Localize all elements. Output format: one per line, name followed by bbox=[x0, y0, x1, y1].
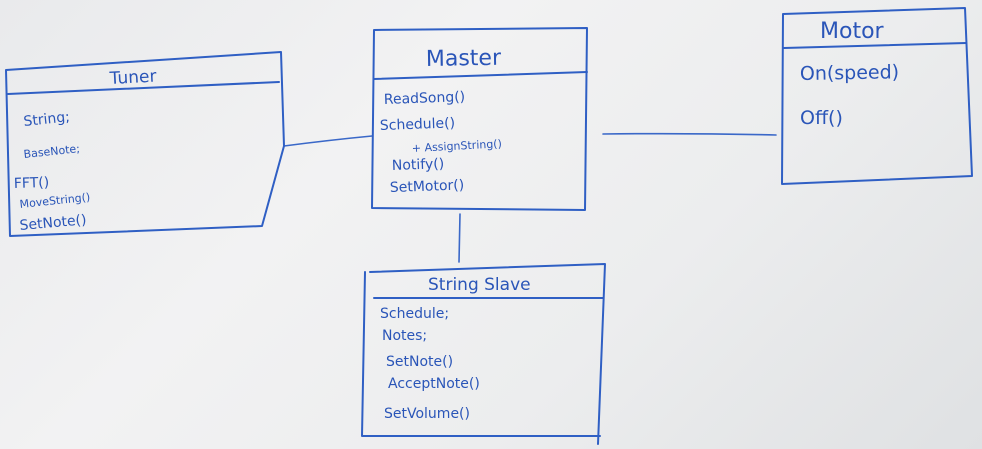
tuner-box bbox=[5, 51, 285, 237]
tuner-member-0: String; bbox=[23, 109, 71, 130]
master-name: Master bbox=[426, 46, 503, 72]
master-member-0: ReadSong() bbox=[384, 89, 466, 108]
link-master-motor bbox=[602, 132, 777, 136]
tuner-member-4: SetNote() bbox=[19, 212, 87, 234]
link-master-string-slave bbox=[458, 213, 461, 263]
master-member-1: Schedule() bbox=[380, 115, 456, 134]
tuner-member-2: FFT() bbox=[14, 175, 50, 192]
string-slave-name: String Slave bbox=[428, 275, 531, 295]
tuner-name: Tuner bbox=[108, 67, 157, 89]
motor-box bbox=[781, 7, 973, 185]
link-tuner-master bbox=[283, 135, 373, 147]
tuner-divider bbox=[7, 81, 280, 95]
master-member-4: SetMotor() bbox=[390, 177, 465, 196]
master-member-3: Notify() bbox=[392, 156, 445, 174]
tuner-member-3: MoveString() bbox=[19, 191, 91, 211]
string-slave-member-0: Schedule; bbox=[380, 306, 449, 322]
string-slave-member-2: SetNote() bbox=[386, 354, 453, 370]
master-box bbox=[371, 27, 588, 211]
class-motor: Motor On(speed) Off() bbox=[781, 7, 973, 185]
string-slave-box bbox=[361, 263, 606, 445]
master-member-2: + AssignString() bbox=[411, 137, 502, 155]
association-lines bbox=[283, 132, 777, 263]
motor-divider bbox=[783, 42, 967, 49]
string-slave-member-4: SetVolume() bbox=[384, 406, 470, 422]
class-master: Master ReadSong() Schedule() + AssignStr… bbox=[371, 27, 588, 211]
class-string-slave: String Slave Schedule; Notes; SetNote() … bbox=[361, 263, 606, 445]
motor-member-0: On(speed) bbox=[800, 61, 900, 85]
motor-name: Motor bbox=[820, 19, 885, 44]
class-tuner: Tuner String; BaseNote; FFT() MoveString… bbox=[5, 51, 285, 237]
string-slave-member-1: Notes; bbox=[382, 328, 427, 344]
tuner-member-1: BaseNote; bbox=[23, 142, 81, 161]
master-divider bbox=[373, 71, 588, 80]
motor-member-1: Off() bbox=[800, 107, 843, 129]
string-slave-member-3: AcceptNote() bbox=[388, 376, 480, 392]
